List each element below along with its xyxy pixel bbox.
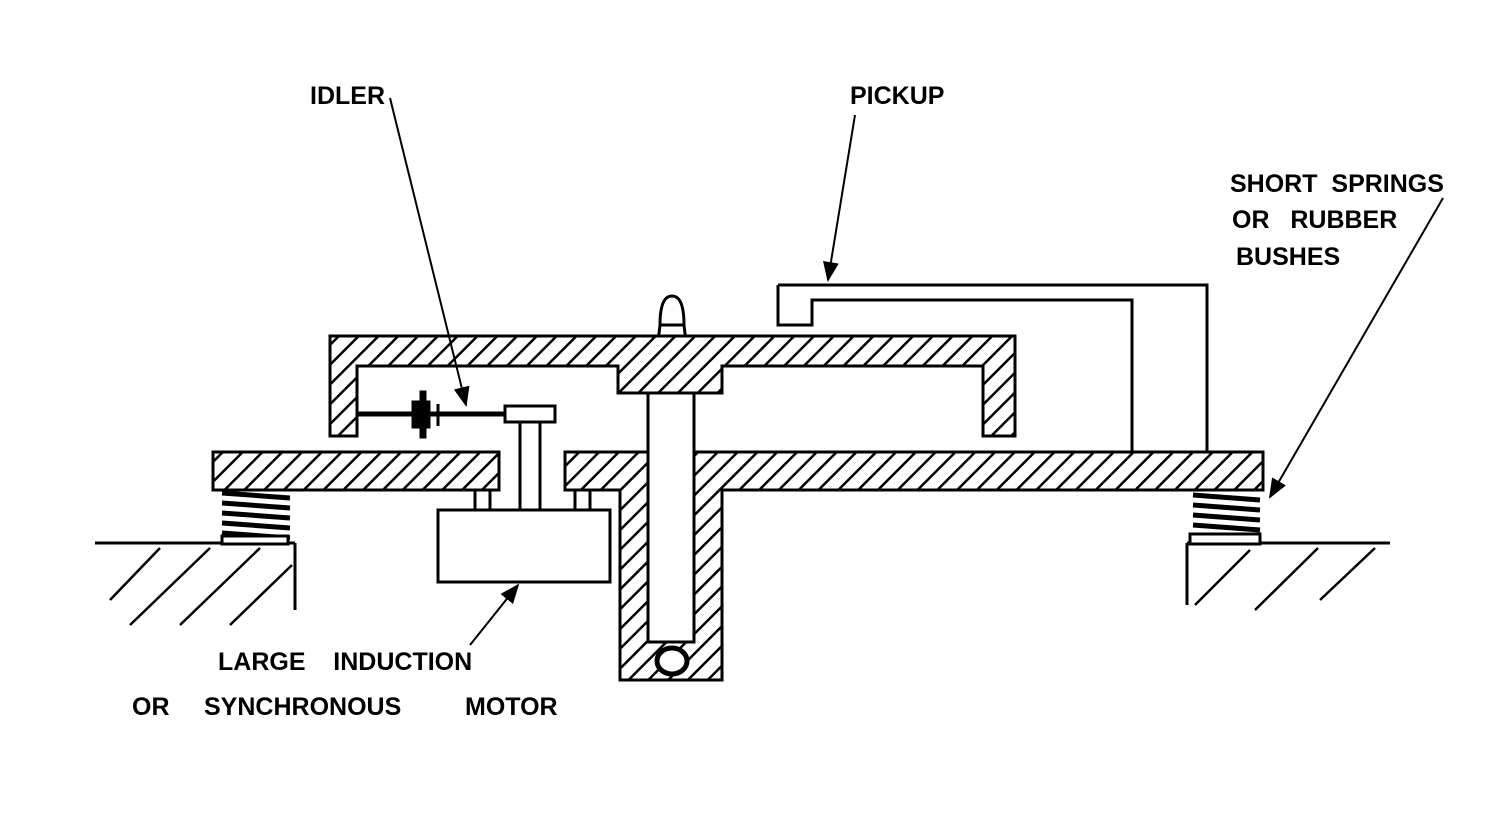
motor-label-line2-synchronous: SYNCHRONOUS	[204, 693, 401, 721]
idler-label: IDLER	[310, 82, 385, 110]
springs-label-line2: OR RUBBER	[1232, 206, 1397, 234]
spring-right	[1188, 492, 1262, 546]
ground-left	[95, 541, 297, 626]
spring-left	[220, 490, 291, 546]
springs-label-line1: SHORT SPRINGS	[1230, 170, 1444, 198]
platter	[328, 334, 1017, 438]
motor-arrow	[469, 583, 520, 646]
motor-label-line1: LARGE INDUCTION	[218, 648, 472, 676]
pickup-arrow	[823, 114, 856, 282]
idler-mechanism	[358, 390, 557, 510]
motor-body	[436, 490, 612, 584]
motor-board	[211, 450, 1265, 682]
springs-label-line3: BUSHES	[1236, 243, 1340, 271]
idler-arrow	[389, 97, 470, 407]
ground-right	[1185, 541, 1390, 611]
leader-arrows	[389, 97, 1444, 646]
springs-arrow	[1268, 197, 1444, 499]
motor-label-line2-or: OR	[132, 693, 170, 721]
pickup-arm	[776, 283, 1209, 452]
pickup-label: PICKUP	[850, 82, 944, 110]
motor-label-line2-motor: MOTOR	[465, 693, 558, 721]
